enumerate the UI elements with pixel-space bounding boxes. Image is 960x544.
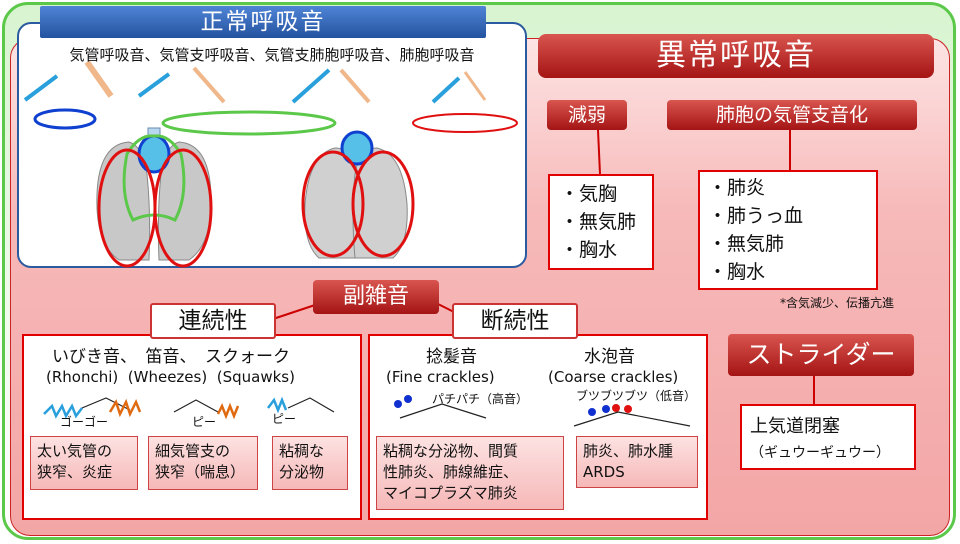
bronch-item-3: ・無気肺 — [708, 233, 785, 255]
coarse-crackles-cause: 肺炎、肺水腫 ARDS — [576, 436, 698, 488]
coarse-crackles-jp: 水泡音 — [584, 347, 635, 367]
vesicular-line-blue — [431, 76, 461, 104]
bronch-item-2: ・肺うっ血 — [708, 205, 804, 227]
normal-sounds-title: 正常呼吸音 — [40, 6, 486, 38]
coarse-crackles-sound: ブツブツブツ（低音） — [576, 389, 697, 403]
bronch-item-1: ・肺炎 — [708, 177, 766, 199]
discontinuous-waveforms — [394, 395, 691, 427]
bronchial-line-orange — [192, 66, 226, 104]
normal-sounds-panel — [17, 22, 527, 268]
coarse-crackles-en: (Coarse crackles) — [548, 368, 679, 386]
weak-item-1: ・気胸 — [560, 183, 618, 205]
stridor-label: ストライダー — [728, 334, 914, 376]
wheeze-cause: 細気管支の 狭窄（喘息） — [148, 436, 258, 490]
stridor-sound: （ギュウーギュウー） — [750, 445, 890, 461]
squawk-cause-line1: 粘稠な — [279, 442, 325, 460]
fine-cause-line3: マイコプラズマ肺炎 — [383, 484, 518, 502]
lung-illustration — [23, 60, 518, 268]
weak-item-3: ・胸水 — [560, 239, 618, 261]
continuous-names-jp: いびき音、 笛音、 スクォーク — [52, 347, 290, 367]
wheeze-cause-line2: 狭窄（喘息） — [155, 463, 246, 481]
bronchialization-label: 肺胞の気管支音化 — [667, 100, 917, 130]
bronchovesicular-line-blue — [291, 68, 331, 104]
continuous-names-en: (Rhonchi) (Wheezes) (Squawks) — [46, 368, 295, 386]
weak-item-2: ・無気肺 — [560, 211, 637, 233]
fine-crackles-cause: 粘稠な分泌物、間質 性肺炎、肺線維症、 マイコプラズマ肺炎 — [376, 436, 564, 510]
fine-crackles-en: (Fine crackles) — [386, 368, 495, 386]
lung-front-view — [96, 127, 213, 268]
fine-crackles-sound: パチパチ（高音） — [432, 392, 529, 406]
tracheal-line-orange — [84, 60, 114, 98]
rhonchi-cause-line1: 太い気管の — [37, 442, 113, 460]
discontinuous-label: 断続性 — [452, 303, 578, 339]
wheeze-sound: ピー — [192, 415, 217, 429]
squawk-sound: ピー — [272, 412, 297, 426]
squawk-cause-line2: 分泌物 — [279, 463, 325, 481]
continuous-label: 連続性 — [150, 303, 276, 339]
bronchialization-note: *含気減少、伝播亢進 — [780, 296, 895, 310]
weakened-label: 減弱 — [547, 100, 627, 130]
fine-cause-line1: 粘稠な分泌物、間質 — [383, 442, 519, 460]
rhonchi-cause: 太い気管の 狭窄、炎症 — [30, 436, 138, 490]
squawk-cause: 粘稠な 分泌物 — [272, 436, 348, 490]
vesicular-line-orange — [463, 71, 487, 101]
normal-sounds-subtitle: 気管呼吸音、気管支呼吸音、気管支肺胞呼吸音、肺胞呼吸音 — [69, 46, 475, 64]
tracheal-oval — [33, 108, 97, 130]
coarse-cause-line2: ARDS — [583, 463, 625, 481]
bronchial-line-blue — [137, 72, 171, 98]
adventitious-title: 副雑音 — [313, 280, 439, 314]
tracheal-line-blue — [23, 74, 59, 102]
weakened-box: ・気胸 ・無気肺 ・胸水 — [548, 174, 654, 270]
stridor-box: 上気道閉塞 （ギュウーギュウー） — [740, 404, 916, 470]
bronchialization-box: ・肺炎 ・肺うっ血 ・無気肺 ・胸水 — [698, 170, 878, 290]
wheeze-cause-line1: 細気管支の — [155, 442, 231, 460]
rhonchi-sound: ゴーゴー — [60, 415, 109, 429]
coarse-cause-line1: 肺炎、肺水腫 — [583, 442, 674, 460]
stridor-cause: 上気道閉塞 — [750, 416, 840, 437]
continuous-waveforms — [43, 396, 335, 420]
abnormal-sounds-title: 異常呼吸音 — [538, 34, 934, 78]
fine-crackles-jp: 捻髪音 — [426, 347, 477, 367]
lung-back-view — [301, 130, 415, 259]
bronchovesicular-line-orange — [339, 68, 371, 104]
rhonchi-cause-line2: 狭窄、炎症 — [37, 463, 113, 481]
bronchovesicular-oval — [161, 110, 337, 136]
bronch-item-4: ・胸水 — [708, 261, 766, 283]
vesicular-oval — [412, 113, 518, 133]
fine-cause-line2: 性肺炎、肺線維症、 — [383, 463, 519, 481]
